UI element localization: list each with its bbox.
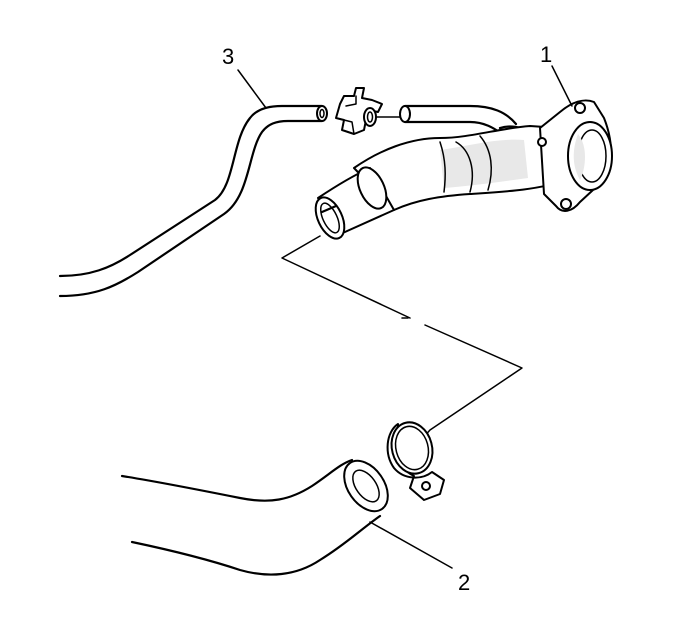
vent-hose	[58, 104, 328, 298]
flange-bolt-hole-top	[574, 102, 586, 114]
flange-bolt-hole-bottom	[560, 198, 572, 210]
hose-clamp	[386, 421, 445, 501]
callout-3: 3	[222, 44, 234, 69]
flange-bolt-hole-left	[537, 137, 547, 147]
leader-line-2	[369, 521, 453, 569]
callout-2: 2	[458, 570, 470, 595]
clamp-screw	[421, 481, 431, 491]
callout-1: 1	[540, 42, 552, 67]
leader-line-1	[551, 65, 573, 107]
alignment-centerline	[281, 235, 523, 451]
leader-line-3	[237, 69, 267, 109]
fuel-filler-pipe	[314, 99, 613, 240]
vent-hose-end	[316, 105, 328, 122]
quick-connector-clip	[335, 87, 405, 135]
fuel-fill-hose	[120, 458, 389, 576]
